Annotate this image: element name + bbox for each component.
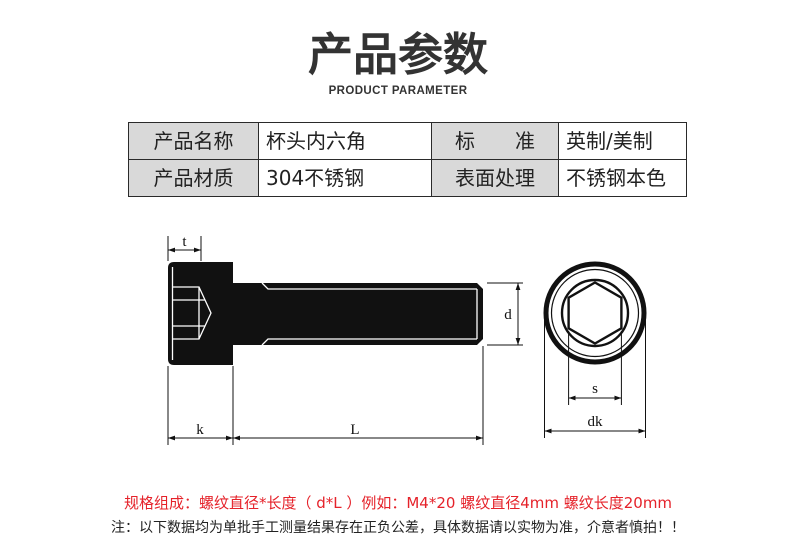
page-title: 产品参数 — [307, 28, 488, 81]
thread-lines — [261, 282, 478, 346]
spec-format-note: 规格组成：螺纹直径*长度（ d*L ）例如：M4*20 螺纹直径4mm 螺纹长度… — [123, 494, 673, 512]
label-k: k — [196, 422, 204, 438]
spec-row: 产品名称 杯头内六角 标 准 英制/美制 — [128, 122, 687, 160]
screw-shank-side — [233, 283, 483, 345]
spec-label-product-name: 产品名称 — [128, 122, 259, 160]
label-d: d — [504, 307, 512, 323]
screw-head-side — [168, 262, 233, 365]
end-view — [543, 261, 647, 365]
hex-socket — [567, 281, 623, 345]
spec-table: 产品名称 杯头内六角 标 准 英制/美制 产品材质 304不锈钢 表面处理 不锈… — [128, 122, 687, 197]
label-t: t — [182, 234, 187, 250]
socket-countersink-circle — [560, 278, 630, 348]
spec-value-material: 304不锈钢 — [258, 159, 432, 197]
spec-label-surface-finish: 表面处理 — [431, 159, 559, 197]
hex-socket-hidden-lines — [173, 286, 212, 340]
side-view-dimensions: t d k L — [167, 234, 523, 445]
spec-value-standard: 英制/美制 — [558, 122, 687, 160]
spec-value-product-name: 杯头内六角 — [258, 122, 432, 160]
end-view-dimensions: s dk — [544, 318, 646, 438]
label-dk: dk — [588, 414, 604, 430]
head-chamfer-circle — [550, 268, 640, 358]
page-subtitle: PRODUCT PARAMETER — [328, 85, 468, 97]
side-view — [168, 262, 483, 365]
spec-row: 产品材质 304不锈钢 表面处理 不锈钢本色 — [128, 159, 687, 197]
label-s: s — [592, 381, 598, 397]
screw-technical-drawing: t d k L s dk — [167, 234, 647, 445]
label-L: L — [350, 422, 359, 438]
spec-value-surface-finish: 不锈钢本色 — [558, 159, 687, 197]
disclaimer-note: 注：以下数据均为单批手工测量结果存在正负公差，具体数据请以实物为准，介意者慎拍！… — [111, 520, 685, 536]
spec-label-material: 产品材质 — [128, 159, 259, 197]
spec-label-standard: 标 准 — [431, 122, 559, 160]
